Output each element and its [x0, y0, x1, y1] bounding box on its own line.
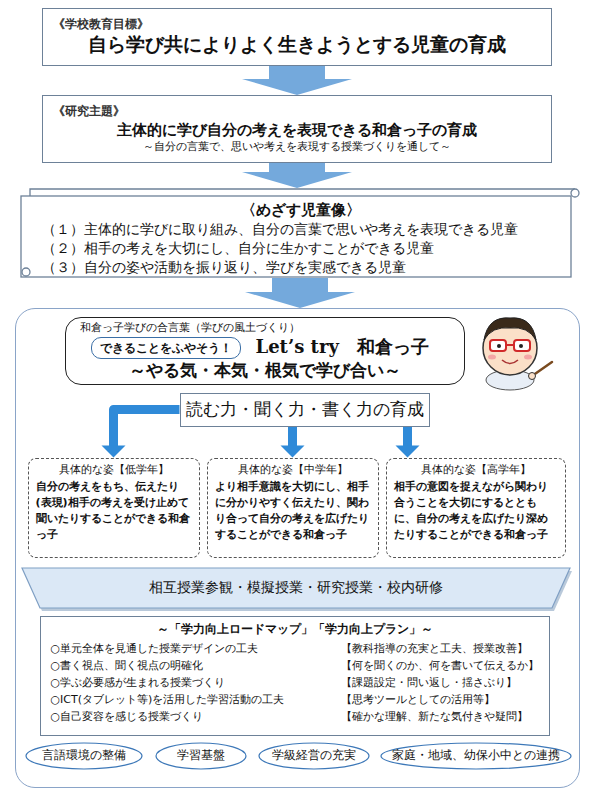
- arrow-shaft: [114, 410, 180, 447]
- box-heading: 《学校教育目標》: [53, 16, 149, 32]
- ellipse-shape: [26, 743, 142, 769]
- box-heading: 具体的な姿【低学年】: [36, 463, 192, 478]
- training-banner: 相互授業参観・模擬授業・研究授業・校内研修: [22, 568, 570, 608]
- plan-item: ○学ぶ必要感が生まれる授業づくり: [51, 674, 285, 691]
- plan-note: 【何を聞くのか、何を書いて伝えるか】: [341, 657, 539, 674]
- box-text: （２）相手の考えを大切にし、自分に生かすことができる児童: [42, 239, 560, 258]
- box-text: 自分の考えをもち、伝えたり(表現)相手の考えを受け止めて聞いたりすることができる…: [36, 479, 192, 543]
- arrow-head: [242, 172, 352, 188]
- box-text: 学習基盤: [177, 747, 225, 763]
- foundation-ellipse: 学級経営の充実: [258, 742, 370, 770]
- plan-heading: ～「学力向上ロードマップ」「学力向上プラン」～: [51, 621, 539, 637]
- branch-arrow: [281, 427, 305, 458]
- branch-arrow: [102, 410, 180, 458]
- mascot-cheek: [524, 355, 532, 360]
- mascot-hair: [484, 318, 536, 340]
- box-text: 相手の意図を捉えながら関わり合うことを大切にするとともに、自分の考えを広げたり深…: [394, 479, 558, 543]
- foundation-ellipse: 家庭・地域、幼保小中との連携: [380, 742, 572, 770]
- plan-note: 【思考ツールとしての活用等】: [341, 691, 539, 708]
- box-heading: 〈めざす児童像〉: [42, 200, 560, 220]
- branch-arrow: [396, 427, 420, 458]
- ellipse-shape: [381, 743, 571, 769]
- box-text: 読む力・聞く力・書く力の育成: [186, 398, 424, 421]
- box-text: 自ら学び共によりよく生きようとする児童の育成: [88, 32, 506, 58]
- mascot-cheek: [488, 355, 496, 360]
- foundation-ellipse: 言語環境の整備: [25, 742, 143, 770]
- framework-panel: できることをふやそう！ 和倉っ子学びの合言葉（学びの風土づくり）Let’s try…: [15, 308, 580, 788]
- theme-box: 《研究主題》主体的に学び自分の考えを表現できる和倉っ子の育成～自分の言葉で、思い…: [42, 95, 552, 163]
- box-heading: 具体的な姿【中学年】: [215, 463, 371, 478]
- plan-item: ○単元全体を見通した授業デザインの工夫: [51, 640, 285, 657]
- arrow-head: [281, 446, 305, 458]
- arrow-head: [242, 79, 352, 95]
- ellipse-shape: [259, 743, 369, 769]
- grade-box: 具体的な姿【中学年】より相手意識を大切にし、相手に分かりやすく伝えたり、関わり合…: [207, 458, 379, 558]
- plan-note: 【教科指導の充実と工夫、授業改善】: [341, 640, 539, 657]
- flow-arrow: [242, 163, 352, 188]
- goal-box: 《学校教育目標》自ら学び共によりよく生きようとする児童の育成: [42, 8, 552, 66]
- box-text: Let’s try 和倉っ子: [256, 335, 429, 359]
- arrow-head: [102, 446, 126, 458]
- arrow-shaft: [272, 278, 328, 294]
- box-heading: 《研究主題》: [53, 103, 125, 119]
- box-text: ～やる気・本気・根気で学び合い～: [66, 359, 464, 382]
- box-text: （３）自分の姿や活動を振り返り、学びを実感できる児童: [42, 258, 560, 277]
- mascot-glasses: [514, 340, 530, 351]
- box-text: 言語環境の整備: [42, 747, 126, 763]
- box-text: より相手意識を大切にし、相手に分かりやすく伝えたり、関わり合って自分の考えを広げ…: [215, 479, 371, 543]
- box-heading: 具体的な姿【高学年】: [394, 463, 558, 478]
- box-text: 学級経営の充実: [272, 747, 356, 763]
- foundation-ellipse: 学習基盤: [155, 742, 247, 770]
- motto-tag: できることをふやそう！: [91, 337, 241, 359]
- plan-item: ○書く視点、聞く視点の明確化: [51, 657, 285, 674]
- mascot-glasses-bridge: [506, 344, 514, 346]
- scroll-body: [21, 196, 571, 277]
- banner-shape: [22, 568, 570, 608]
- box-text: ～自分の言葉で、思いや考えを表現する授業づくりを通して～: [143, 140, 451, 155]
- plan-item: ○自己変容を感じる授業づくり: [51, 708, 285, 725]
- mascot-eye: [497, 344, 501, 348]
- flow-arrow: [242, 66, 352, 95]
- box-text: 家庭・地域、幼保小中との連携: [392, 748, 560, 764]
- scroll-curl: [571, 189, 579, 197]
- scroll-box: 〈めざす児童像〉（１）主体的に学びに取り組み、自分の言葉で思いや考えを表現できる…: [20, 188, 580, 278]
- grade-box: 具体的な姿【高学年】相手の意図を捉えながら関わり合うことを大切にするとともに、自…: [386, 458, 566, 558]
- mascot-glasses: [490, 340, 506, 351]
- scroll-curl: [22, 268, 30, 276]
- grade-box: 具体的な姿【低学年】自分の考えをもち、伝えたり(表現)相手の考えを受け止めて聞い…: [28, 458, 200, 558]
- box-text: 主体的に学び自分の考えを表現できる和倉っ子の育成: [117, 120, 477, 140]
- skill-box: 読む力・聞く力・書く力の育成: [180, 393, 430, 427]
- motto-box: できることをふやそう！ 和倉っ子学びの合言葉（学びの風土づくり）Let’s try…: [65, 317, 465, 385]
- arrow-shaft: [288, 427, 297, 447]
- box-text: できることをふやそう！: [100, 340, 232, 356]
- box-text: （１）主体的に学びに取り組み、自分の言葉で思いや考えを表現できる児童: [42, 220, 560, 239]
- scroll-roll: [30, 189, 575, 196]
- mascot-mouth: [502, 360, 518, 364]
- arrow-shaft: [269, 66, 325, 81]
- flow-arrow: [245, 278, 355, 308]
- plan-item: ○ICT(タブレット等)を活用した学習活動の工夫: [51, 691, 285, 708]
- box-text: 相互授業参観・模擬授業・研究授業・校内研修: [149, 578, 443, 597]
- plan-note: 【確かな理解、新たな気付きや疑問】: [341, 708, 539, 725]
- plan-box: ～「学力向上ロードマップ」「学力向上プラン」～ ○単元全体を見通した授業デザインの…: [40, 616, 550, 736]
- mascot-hand: [529, 373, 536, 380]
- arrow-head: [396, 446, 420, 458]
- mascot-eye: [519, 344, 523, 348]
- arrow-shaft: [403, 427, 412, 447]
- teacher-mascot: [483, 318, 552, 390]
- ellipse-shape: [156, 743, 246, 769]
- arrow-head: [245, 292, 355, 308]
- plan-note: 【課題設定・問い返し・揺さぶり】: [341, 674, 539, 691]
- box-heading: 和倉っ子学びの合言葉（学びの風土づくり）: [80, 321, 300, 336]
